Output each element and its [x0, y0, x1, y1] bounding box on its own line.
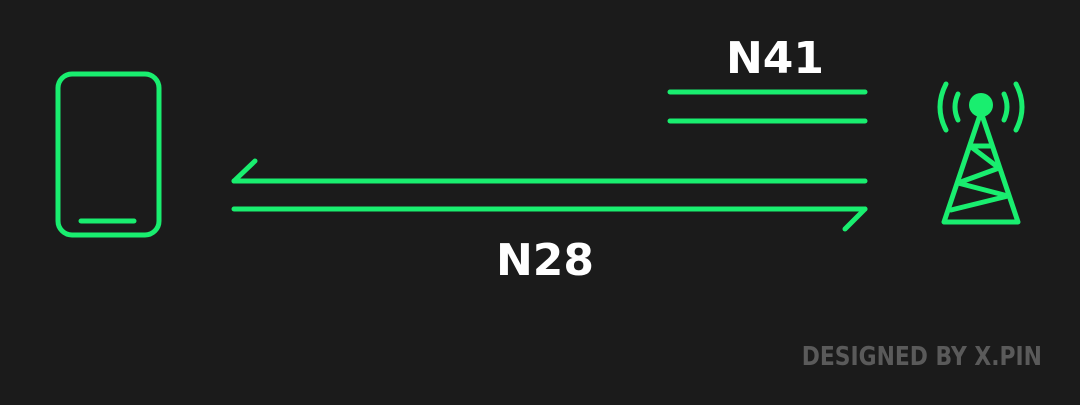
n41-band-lines [667, 89, 868, 124]
n28-arrow-left [231, 158, 868, 184]
n28-band-arrows [231, 158, 868, 232]
smartphone-icon [55, 71, 162, 238]
n28-arrow-right [231, 206, 868, 232]
cell-tower-icon [937, 81, 1025, 225]
band-label-n41: N41 [726, 33, 824, 84]
band-label-n28: N28 [496, 235, 594, 286]
designer-credit: DESIGNED BY X.PIN [801, 342, 1042, 372]
